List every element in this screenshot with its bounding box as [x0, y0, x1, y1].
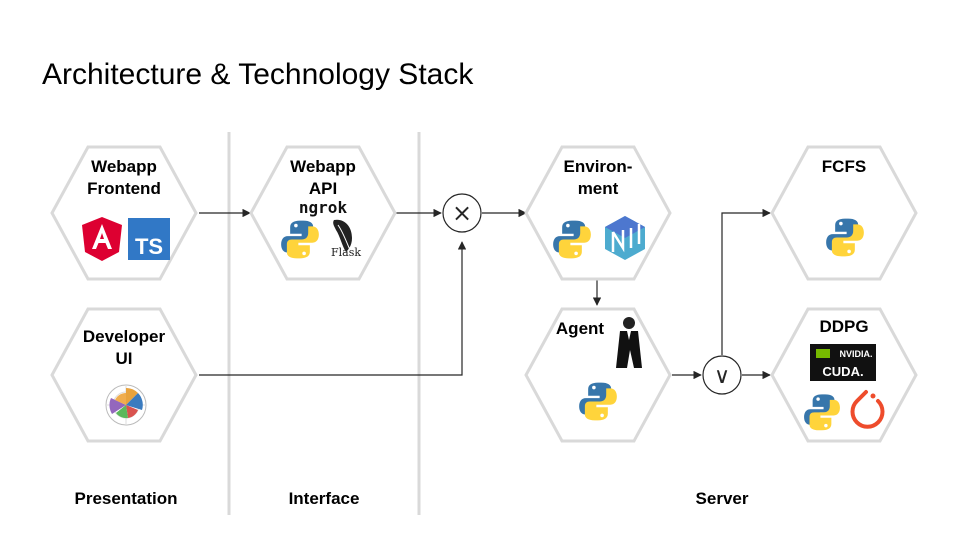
typescript-icon: TS	[128, 218, 170, 260]
svg-text:TS: TS	[135, 234, 163, 259]
ngrok-logo: ngrok	[299, 198, 348, 217]
node-label-line2: Frontend	[87, 179, 161, 198]
and-junction: ×	[442, 193, 482, 233]
node-developer-ui: Developer UI	[50, 307, 198, 443]
node-ddpg: DDPG NVIDIA. CUDA.	[770, 307, 918, 443]
nvidia-label: NVIDIA.	[839, 349, 872, 359]
node-webapp-frontend: Webapp Frontend TS	[50, 145, 198, 281]
node-label-line1: Agent	[556, 319, 605, 338]
or-junction: ∨	[702, 355, 742, 395]
node-label-line1: DDPG	[819, 317, 868, 336]
and-symbol: ×	[452, 199, 472, 227]
node-webapp-api: Webapp API ngrok Flask	[249, 145, 397, 281]
nvidia-cuda-logo: NVIDIA. CUDA.	[810, 344, 876, 381]
node-environment: Environ- ment	[524, 145, 672, 281]
arrow-devui-to-and	[199, 241, 467, 376]
polar-chart-icon	[105, 384, 147, 426]
or-symbol: ∨	[714, 364, 730, 389]
arrow-or-to-fcfs	[721, 208, 771, 355]
node-label-line2: UI	[116, 349, 133, 368]
angular-icon	[82, 217, 122, 261]
node-label-line2: ment	[578, 179, 619, 198]
node-label-line2: API	[309, 179, 337, 198]
cuda-label: CUDA.	[822, 364, 863, 379]
pytorch-icon	[850, 390, 885, 429]
flask-label: Flask	[331, 246, 361, 259]
column-label-server: Server	[696, 489, 749, 508]
page-title: Architecture & Technology Stack	[42, 58, 474, 91]
column-label-presentation: Presentation	[75, 489, 178, 508]
node-label-line1: Developer	[83, 327, 166, 346]
node-fcfs: FCFS	[770, 145, 918, 281]
agent-person-icon	[616, 317, 642, 368]
node-label-line1: Webapp	[91, 157, 157, 176]
node-label-line1: FCFS	[822, 157, 866, 176]
node-label-line1: Webapp	[290, 157, 356, 176]
numpy-icon	[605, 216, 645, 260]
node-label-line1: Environ-	[564, 157, 633, 176]
column-label-interface: Interface	[289, 489, 360, 508]
node-agent: Agent	[524, 307, 672, 443]
flask-icon: Flask	[331, 219, 361, 259]
